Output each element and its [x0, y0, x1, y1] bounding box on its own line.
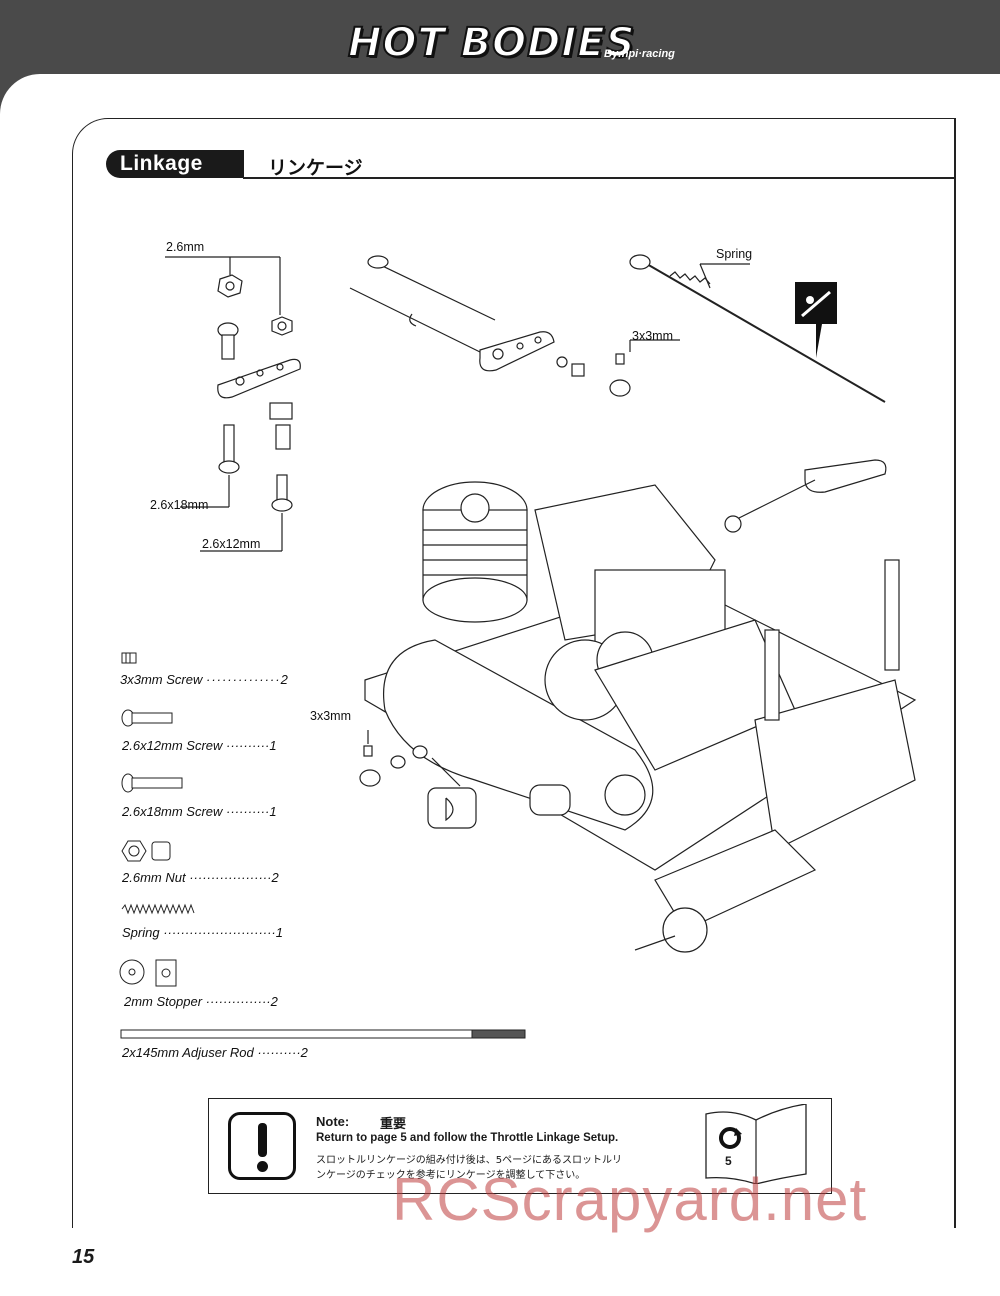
content-panel	[72, 118, 954, 1228]
part-icon-set-screw	[120, 650, 140, 671]
part-name: 3x3mm Screw	[120, 672, 203, 687]
part-name: Spring	[122, 925, 160, 940]
part-icon-spring	[120, 902, 200, 920]
note-title: Note:	[316, 1114, 350, 1129]
part-qty: 2	[300, 1045, 308, 1060]
part-name: 2.6x12mm Screw	[122, 738, 223, 753]
part-list-item: 2.6x18mm Screw ··········1	[122, 804, 277, 819]
part-list-item: 3x3mm Screw ··············2	[120, 672, 288, 687]
part-qty: 1	[275, 925, 283, 940]
section-title: Linkage	[120, 152, 203, 175]
stopper-callout	[359, 730, 477, 829]
label-set-screw-top: 3x3mm	[632, 329, 673, 343]
part-list-item: 2x145mm Adjuser Rod ··········2	[122, 1045, 308, 1060]
label-screw-18: 2.6x18mm	[150, 498, 209, 512]
part-list-item: Spring ··························1	[122, 925, 283, 940]
part-qty: 1	[269, 804, 277, 819]
part-qty: 1	[269, 738, 277, 753]
book-reference-page: 5	[725, 1154, 732, 1168]
part-icon-adjuster-rod	[120, 1026, 526, 1044]
note-text-jp: ンケージのチェックを参考にリンケージを調整して下さい。	[316, 1170, 586, 1181]
label-nut-size: 2.6mm	[166, 240, 205, 254]
part-qty: 2	[271, 870, 279, 885]
section-title-jp: リンケージ	[268, 157, 363, 179]
brand-logo: HOT BODIES	[347, 19, 636, 67]
part-icon-screw-12	[120, 708, 176, 733]
header-corner	[0, 74, 80, 154]
part-list-item: 2mm Stopper ···············2	[124, 994, 278, 1009]
panel-border	[954, 118, 956, 150]
note-box	[208, 1098, 832, 1194]
label-screw-12: 2.6x12mm	[202, 537, 261, 551]
throttle-linkage-diagram	[349, 254, 886, 403]
linkage-hardware-diagram	[165, 256, 301, 552]
part-list-item: 2.6mm Nut ···················2	[122, 870, 279, 885]
note-title-jp: 重要	[380, 1117, 407, 1132]
part-icon-stopper	[118, 958, 182, 993]
chassis-illustration	[364, 459, 917, 953]
warning-icon	[228, 1112, 296, 1180]
part-list-item: 2.6x12mm Screw ··········1	[122, 738, 277, 753]
part-name: 2.6x18mm Screw	[122, 804, 223, 819]
part-qty: 2	[270, 994, 278, 1009]
part-icon-nut	[118, 838, 174, 869]
brand-logo-sub: By:hpi·racing	[604, 48, 675, 60]
note-text: Return to page 5 and follow the Throttle…	[316, 1132, 619, 1144]
page-number: 15	[72, 1246, 95, 1268]
part-name: 2mm Stopper	[124, 994, 203, 1009]
part-name: 2.6mm Nut	[122, 870, 186, 885]
label-spring: Spring	[716, 247, 753, 261]
book-reference-icon	[705, 1104, 807, 1184]
section-divider	[243, 177, 955, 179]
note-text-jp: スロットルリンケージの組み付け後は、5ページにあるスロットルリ	[316, 1155, 622, 1166]
label-set-screw-bottom: 3x3mm	[310, 709, 351, 723]
part-icon-screw-18	[120, 772, 186, 799]
part-qty: 2	[280, 672, 288, 687]
section-header-bar	[106, 150, 244, 178]
header-band	[0, 0, 1000, 74]
part-name: 2x145mm Adjuser Rod	[122, 1045, 254, 1060]
panel-border	[954, 178, 956, 1228]
watermark: RCScrapyard.net	[392, 1166, 868, 1233]
panel-border	[954, 150, 956, 178]
